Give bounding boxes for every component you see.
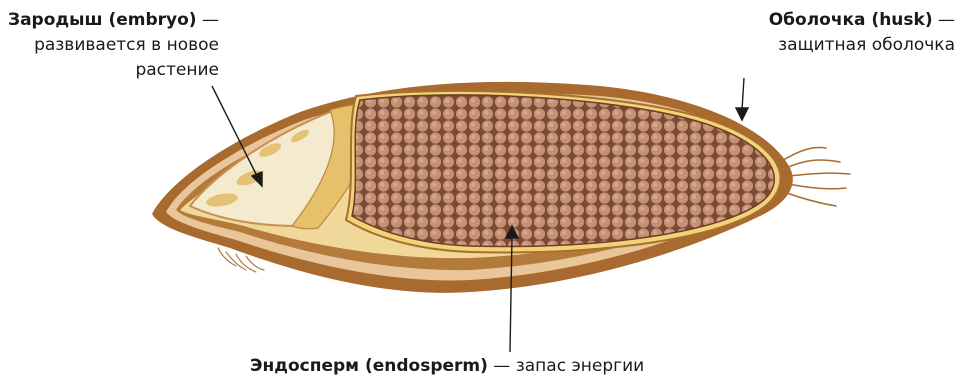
husk-arrowhead bbox=[736, 108, 748, 120]
endosperm-cells bbox=[340, 80, 800, 260]
husk-leader-line bbox=[742, 78, 744, 110]
